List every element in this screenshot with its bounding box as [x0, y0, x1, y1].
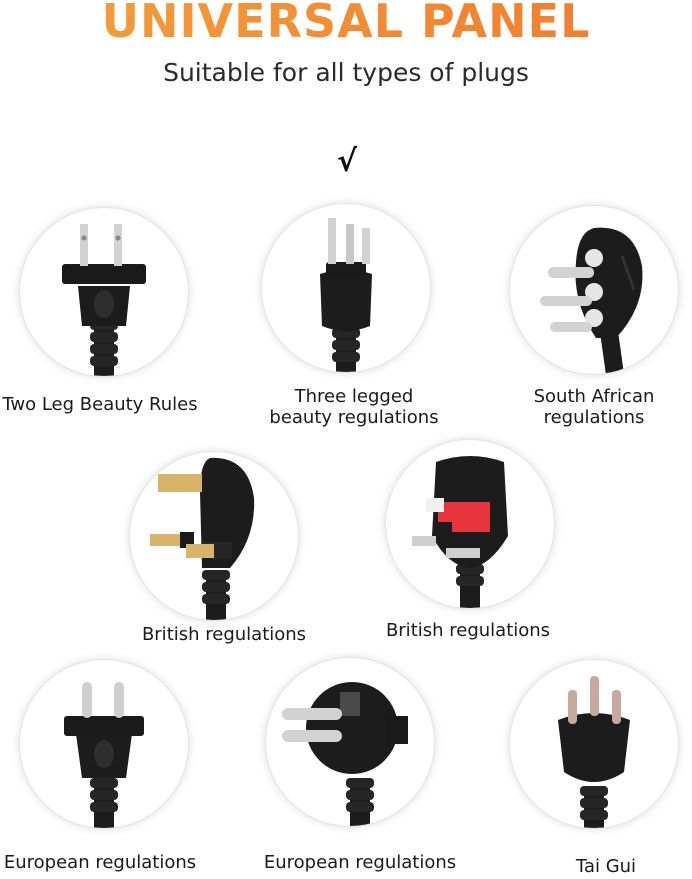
british-plug-brass-icon [130, 452, 298, 620]
plug-label: European regulations [3, 852, 197, 873]
european-schuko-plug-icon [266, 658, 434, 826]
plug-label: Three legged beauty regulations [269, 386, 439, 428]
page-title: UNIVERSAL PANEL [0, 0, 692, 48]
three-round-pin-plug-icon [510, 660, 678, 828]
two-flat-pin-plug-icon [20, 208, 188, 376]
european-two-round-pin-icon [20, 660, 188, 828]
plug-label: South African regulations [533, 386, 655, 428]
south-african-plug-icon [510, 206, 678, 374]
plug-label: British regulations [141, 624, 307, 645]
plug-label: Tai Gui [575, 856, 637, 877]
british-plug-red-icon [386, 440, 554, 608]
page-subtitle: Suitable for all types of plugs [163, 58, 529, 87]
plug-label: British regulations [385, 620, 551, 641]
plug-label: Two Leg Beauty Rules [2, 394, 198, 415]
plug-label: European regulations [263, 852, 457, 873]
three-flat-pin-plug-icon [262, 204, 430, 372]
check-mark: √ [336, 144, 357, 179]
